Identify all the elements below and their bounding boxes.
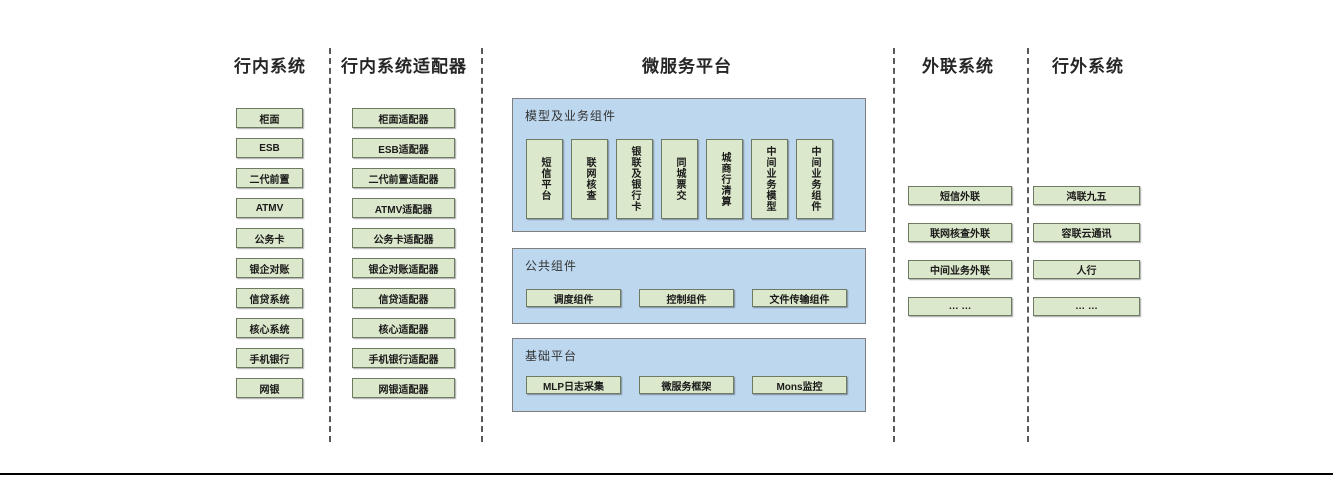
node-internal-system: ESB: [236, 138, 303, 158]
panel-common-components: 公共组件 调度组件 控制组件 文件传输组件: [512, 248, 866, 324]
node-external-system: 鸿联九五: [1033, 186, 1140, 205]
node-adapter: 手机银行适配器: [352, 348, 455, 368]
node-base-component: 微服务框架: [639, 376, 734, 394]
node-base-component: Mons监控: [752, 376, 847, 394]
node-external-system: 容联云通讯: [1033, 223, 1140, 242]
node-model-component: 银联及银行卡: [616, 139, 653, 219]
node-internal-system: 信贷系统: [236, 288, 303, 308]
node-model-component: 中间业务模型: [751, 139, 788, 219]
node-model-component: 城商行清算: [706, 139, 743, 219]
header-microservice-platform: 微服务平台: [642, 57, 732, 76]
node-adapter: ATMV适配器: [352, 198, 455, 218]
panel-title: 公共组件: [525, 259, 578, 273]
node-external-system: … …: [1033, 297, 1140, 316]
outbound-systems-column: 短信外联 联网核查外联 中间业务外联 … …: [908, 186, 1012, 316]
node-common-component: 控制组件: [639, 289, 734, 307]
node-internal-system: 二代前置: [236, 168, 303, 188]
node-outbound-system: … …: [908, 297, 1012, 316]
common-components-row: 调度组件 控制组件 文件传输组件: [526, 289, 847, 307]
node-adapter: 银企对账适配器: [352, 258, 455, 278]
model-components-row: 短信平台 联网核查 银联及银行卡 同城票交 城商行清算 中间业务模型 中间业务组…: [526, 139, 833, 219]
panel-title: 基础平台: [525, 349, 578, 363]
node-internal-system: 手机银行: [236, 348, 303, 368]
internal-systems-column: 柜面 ESB 二代前置 ATMV 公务卡 银企对账 信贷系统 核心系统 手机银行…: [236, 108, 303, 398]
header-internal-adapters: 行内系统适配器: [341, 57, 467, 76]
base-platform-row: MLP日志采集 微服务框架 Mons监控: [526, 376, 847, 394]
node-outbound-system: 联网核查外联: [908, 223, 1012, 242]
panel-title: 模型及业务组件: [525, 109, 617, 123]
node-outbound-system: 中间业务外联: [908, 260, 1012, 279]
column-separator-1: [329, 48, 331, 442]
internal-adapters-column: 柜面适配器 ESB适配器 二代前置适配器 ATMV适配器 公务卡适配器 银企对账…: [352, 108, 455, 398]
column-separator-2: [481, 48, 483, 442]
node-internal-system: ATMV: [236, 198, 303, 218]
node-adapter: 柜面适配器: [352, 108, 455, 128]
node-base-component: MLP日志采集: [526, 376, 621, 394]
column-separator-3: [893, 48, 895, 442]
node-internal-system: 公务卡: [236, 228, 303, 248]
node-model-component: 同城票交: [661, 139, 698, 219]
node-internal-system: 核心系统: [236, 318, 303, 338]
node-adapter: 核心适配器: [352, 318, 455, 338]
external-systems-column: 鸿联九五 容联云通讯 人行 … …: [1033, 186, 1140, 316]
node-common-component: 文件传输组件: [752, 289, 847, 307]
node-outbound-system: 短信外联: [908, 186, 1012, 205]
node-model-component: 短信平台: [526, 139, 563, 219]
column-separator-4: [1027, 48, 1029, 442]
node-internal-system: 柜面: [236, 108, 303, 128]
header-internal-systems: 行内系统: [234, 57, 306, 76]
bottom-divider: [0, 473, 1333, 475]
node-model-component: 中间业务组件: [796, 139, 833, 219]
node-adapter: 二代前置适配器: [352, 168, 455, 188]
header-external-systems: 行外系统: [1052, 57, 1124, 76]
node-internal-system: 银企对账: [236, 258, 303, 278]
node-model-component: 联网核查: [571, 139, 608, 219]
node-external-system: 人行: [1033, 260, 1140, 279]
node-internal-system: 网银: [236, 378, 303, 398]
node-adapter: 公务卡适配器: [352, 228, 455, 248]
header-outbound-systems: 外联系统: [922, 57, 994, 76]
panel-base-platform: 基础平台 MLP日志采集 微服务框架 Mons监控: [512, 338, 866, 412]
node-common-component: 调度组件: [526, 289, 621, 307]
node-adapter: 信贷适配器: [352, 288, 455, 308]
panel-model-business-components: 模型及业务组件 短信平台 联网核查 银联及银行卡 同城票交 城商行清算 中间业务…: [512, 98, 866, 232]
node-adapter: 网银适配器: [352, 378, 455, 398]
node-adapter: ESB适配器: [352, 138, 455, 158]
